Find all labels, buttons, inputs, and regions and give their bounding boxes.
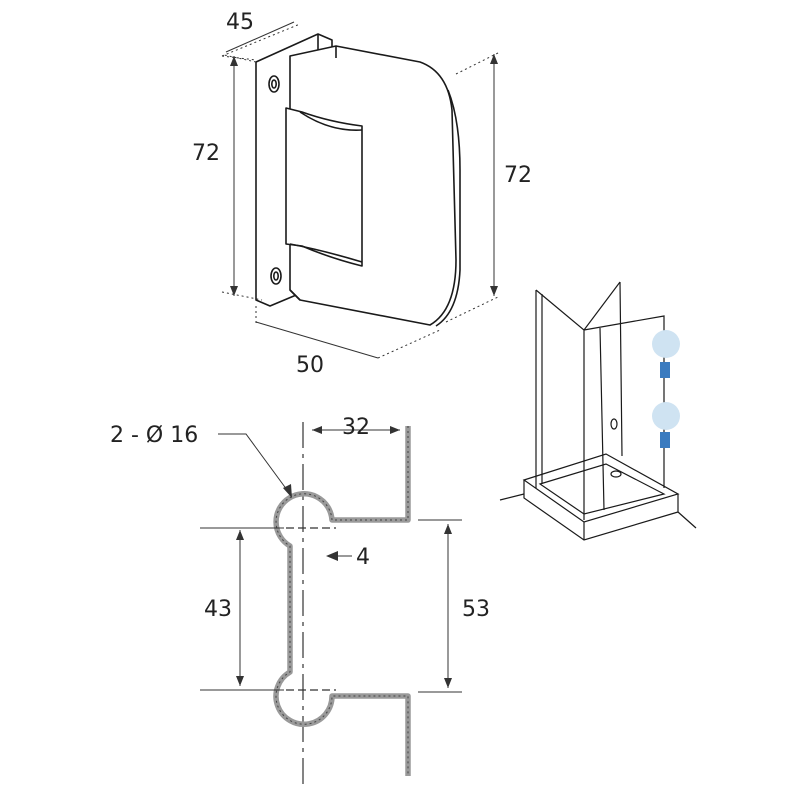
hinge-marker-top-block (660, 362, 670, 378)
dim-depth-label: 45 (226, 10, 254, 35)
hole-spacing-label: 43 (204, 597, 232, 622)
dim-width-label: 50 (296, 353, 324, 378)
shower-side-panel (535, 290, 543, 488)
mounting-hole-bottom (270, 267, 282, 285)
shower-door-handle (610, 418, 618, 430)
hinge-marker-bottom-circle (652, 402, 680, 430)
notch-depth-label: 32 (342, 415, 370, 440)
shower-door-panel (583, 281, 665, 511)
mounting-hole-top-inner (270, 79, 277, 89)
hinge-location-markers (652, 330, 680, 448)
shower-enclosure (499, 281, 697, 541)
shower-tray (522, 453, 680, 523)
overall-label: 53 (462, 597, 490, 622)
hinge-dimensions (221, 21, 501, 359)
hinge-3d-view (255, 33, 461, 327)
hole-label: 2 - Ø 16 (110, 423, 198, 448)
thickness-label: 4 (356, 545, 370, 570)
shower-drain (610, 470, 622, 478)
cutout-dimensions (200, 429, 462, 693)
cutout-dimension-arrows (236, 426, 452, 688)
hinge-marker-bottom-block (660, 432, 670, 448)
dim-height-right-label: 72 (504, 163, 532, 188)
hinge-pivot-cover (285, 107, 363, 267)
hinge-dimension-arrows (230, 54, 498, 296)
mounting-hole-bottom-inner (272, 271, 279, 281)
dim-height-left-label: 72 (192, 141, 220, 166)
hinge-marker-top-circle (652, 330, 680, 358)
mounting-hole-top (268, 75, 280, 93)
